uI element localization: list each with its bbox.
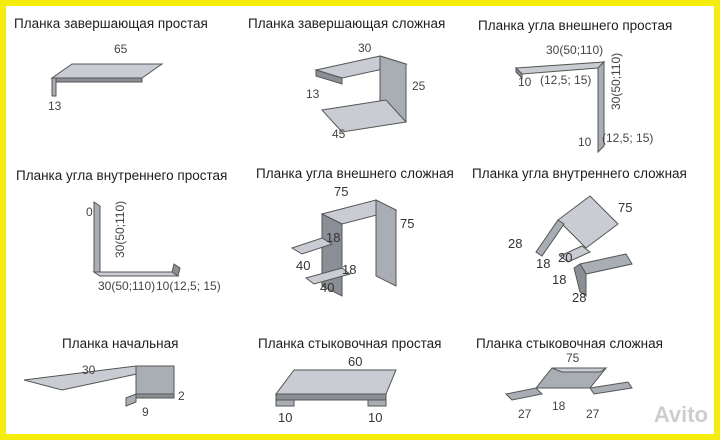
dim-p4-side: 30(50;110) <box>113 201 127 258</box>
diagram-canvas: Планка завершающая простая Планка заверш… <box>6 6 714 434</box>
dim-p5-flange1: 40 <box>296 258 310 273</box>
dim-p1-top: 65 <box>114 42 128 56</box>
profile-finish-complex: 30 25 13 45 <box>306 41 426 141</box>
dim-p2-bottom: 45 <box>332 127 346 141</box>
dim-p5-inner1: 18 <box>326 230 340 245</box>
dim-p6-bottom: 28 <box>572 290 586 305</box>
dim-p8-right: 10 <box>368 410 382 425</box>
dim-p3-side: 30(50;110) <box>609 53 623 110</box>
dim-p5-flange2: 40 <box>320 280 334 295</box>
title-joint-complex: Планка стыковочная сложная <box>476 336 663 351</box>
dim-p7-right: 2 <box>178 389 185 403</box>
dim-p2-left: 13 <box>306 87 320 101</box>
profile-joint-complex: 75 27 18 27 <box>504 351 633 421</box>
title-start: Планка начальная <box>62 336 179 351</box>
dim-p6-lip: 18 <box>536 256 550 271</box>
dim-p2-top: 30 <box>358 41 372 55</box>
dim-p3-lip-alt: (12,5; 15) <box>540 73 591 87</box>
dim-p7-top: 30 <box>82 363 96 377</box>
dim-p4-bottom: 30(50;110) <box>98 279 155 293</box>
dim-p6-mid: 20 <box>558 250 572 265</box>
dim-p3-lip2-alt: (12,5; 15) <box>602 131 653 145</box>
dim-p5-inner2: 18 <box>342 262 356 277</box>
dim-p6-left: 28 <box>508 236 522 251</box>
dim-p9-left: 27 <box>518 407 532 421</box>
avito-watermark: Avito <box>653 402 708 427</box>
dim-p4-lip: 10(12,5; 15) <box>156 279 221 293</box>
dim-p7-bottom: 9 <box>142 405 149 419</box>
dim-p9-mid: 18 <box>552 399 566 413</box>
profiles-drawing: 65 13 30 25 13 45 30(50;110) 10 (12,5; 1… <box>23 41 653 425</box>
profile-inner-corner-complex: 75 28 18 20 18 28 <box>508 195 633 305</box>
dim-p6-top: 75 <box>618 200 632 215</box>
dim-p8-top: 60 <box>348 354 362 369</box>
title-finish-complex: Планка завершающая сложная <box>248 16 446 31</box>
dim-p8-left: 10 <box>278 410 292 425</box>
dim-p3-lip: 10 <box>518 75 532 89</box>
title-joint-simple: Планка стыковочная простая <box>258 336 442 351</box>
profile-outer-corner-simple: 30(50;110) 10 (12,5; 15) 30(50;110) 10 (… <box>514 43 653 154</box>
dim-p9-right: 27 <box>586 407 600 421</box>
dim-p1-side: 13 <box>48 99 62 113</box>
profile-finish-simple: 65 13 <box>48 42 164 113</box>
profile-start: 30 2 9 <box>23 363 185 419</box>
profile-inner-corner-simple: 0 30(50;110) 30(50;110) 10(12,5; 15) <box>86 201 221 293</box>
profile-joint-simple: 60 10 10 <box>275 354 397 425</box>
dim-p3-lip2: 10 <box>578 135 592 149</box>
title-inner-corner-simple: Планка угла внутреннего простая <box>16 168 228 183</box>
dim-p2-right: 25 <box>412 79 426 93</box>
dim-p4-top: 0 <box>86 205 93 219</box>
title-outer-corner-complex: Планка угла внешнего сложная <box>256 166 454 181</box>
dim-p6-lip2: 18 <box>552 272 566 287</box>
title-finish-simple: Планка завершающая простая <box>14 16 208 31</box>
dim-p3-top: 30(50;110) <box>546 43 603 57</box>
title-outer-corner-simple: Планка угла внешнего простая <box>478 18 673 33</box>
dim-p5-top: 75 <box>334 184 348 199</box>
dim-p5-right: 75 <box>400 216 414 231</box>
dim-p9-top: 75 <box>566 351 580 365</box>
title-inner-corner-complex: Планка угла внутреннего сложная <box>472 166 687 181</box>
profile-outer-corner-complex: 75 75 18 40 18 40 <box>290 184 414 297</box>
